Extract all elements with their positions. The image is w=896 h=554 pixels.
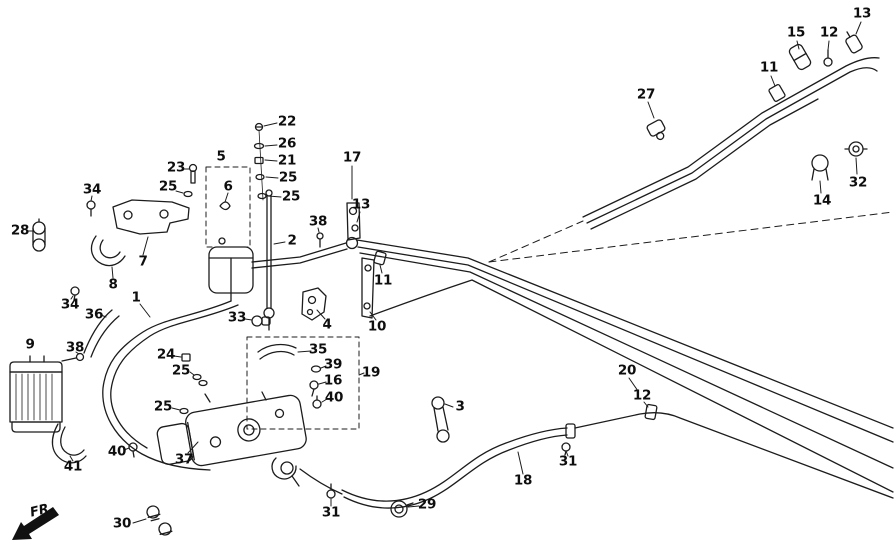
pipe-clip-11-top bbox=[768, 75, 786, 102]
hose-18 bbox=[299, 423, 576, 509]
pipe-clamp-14 bbox=[811, 154, 829, 194]
fuel-pump-assembly bbox=[156, 391, 307, 487]
bracket-17 bbox=[345, 165, 361, 250]
hose-36 bbox=[83, 309, 120, 358]
grommet-32 bbox=[844, 141, 868, 175]
pipe-clip-27 bbox=[646, 101, 666, 141]
fastener-stack bbox=[253, 122, 282, 201]
reference-dashed-lines bbox=[488, 211, 894, 263]
fitting-16 bbox=[309, 380, 327, 397]
clamp-29 bbox=[390, 500, 420, 518]
link-3 bbox=[431, 396, 454, 443]
clamp-28 bbox=[27, 218, 46, 252]
pipe-clamp-13-top bbox=[845, 21, 863, 54]
dashed-box-19 bbox=[246, 336, 365, 430]
bolt-34-top bbox=[86, 195, 96, 217]
bolt-40-right bbox=[312, 395, 328, 409]
filter-outlet-pipe bbox=[251, 242, 348, 269]
bracket-4 bbox=[301, 287, 327, 321]
nut-24 bbox=[173, 353, 191, 362]
main-fuel-pipe-bundle bbox=[356, 239, 894, 493]
hose-41 bbox=[51, 423, 87, 464]
hose-35 bbox=[257, 343, 312, 360]
pipe-clip-15 bbox=[788, 40, 812, 71]
fr-direction-arrow bbox=[12, 507, 59, 540]
fuel-filter bbox=[208, 237, 254, 302]
bolt-34-bottom bbox=[70, 286, 80, 301]
bolt-31-right bbox=[561, 442, 571, 457]
return-pipe bbox=[574, 401, 894, 499]
washer-39 bbox=[310, 365, 327, 373]
washers-25-left bbox=[171, 371, 208, 415]
fuel-pipe-1 bbox=[102, 300, 239, 471]
pipe-clip-11-mid bbox=[373, 250, 387, 274]
fitting-38-left bbox=[61, 351, 85, 362]
canister-9 bbox=[9, 355, 63, 433]
fitting-38-top bbox=[316, 227, 324, 248]
bracket-7 bbox=[112, 199, 190, 256]
bolt-31-left bbox=[326, 483, 336, 507]
bracket-5-dashed-box bbox=[205, 166, 251, 248]
bolt-40-left bbox=[123, 442, 138, 458]
bolt-23 bbox=[175, 163, 198, 198]
pipe-2 bbox=[263, 189, 286, 331]
clamp-33 bbox=[244, 315, 271, 327]
bracket-10 bbox=[361, 257, 377, 321]
rear-pipe-bundle bbox=[582, 57, 880, 230]
bolt-12-top bbox=[823, 40, 833, 67]
hose-8 bbox=[90, 235, 126, 279]
clamps-30 bbox=[132, 505, 173, 536]
